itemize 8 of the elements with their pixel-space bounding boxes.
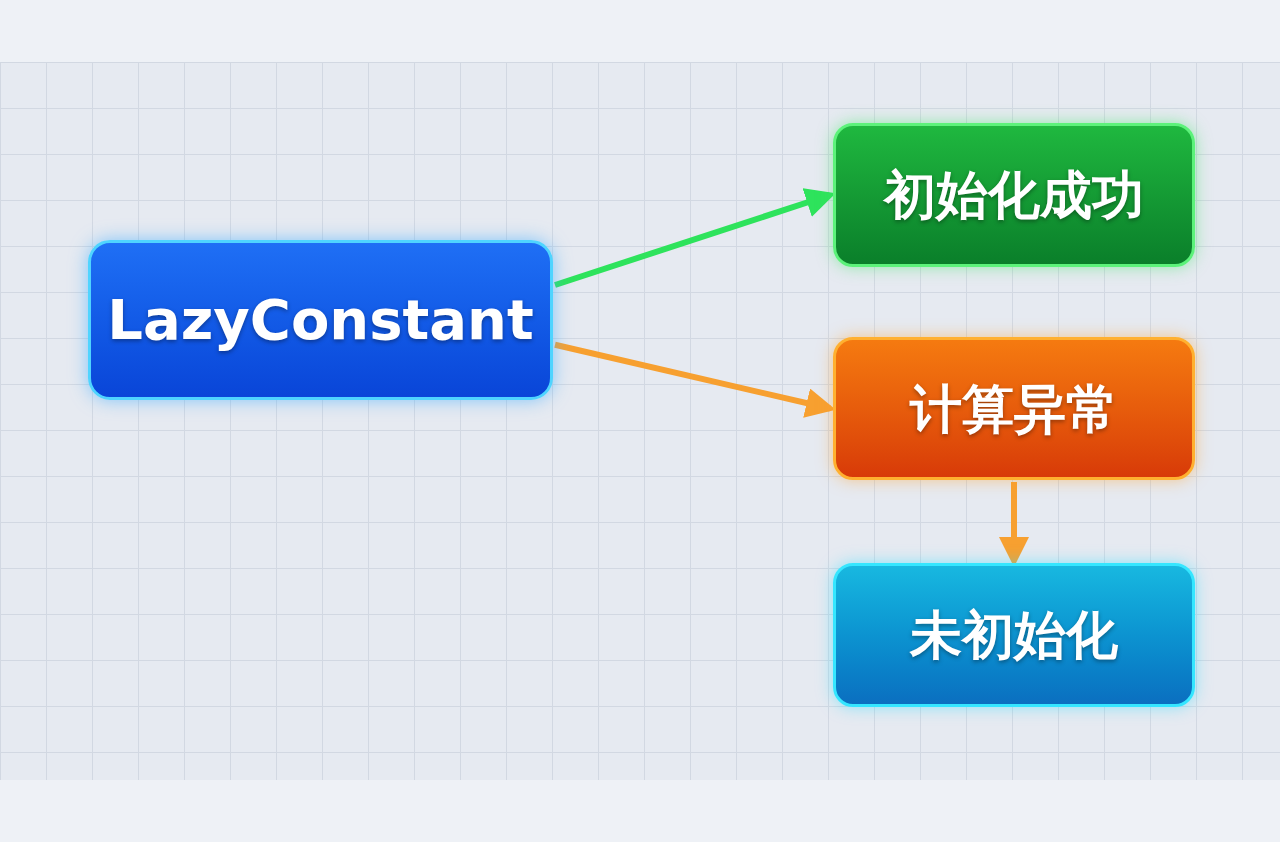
box-label: 初始化成功	[884, 164, 1144, 227]
process-box	[833, 123, 1195, 267]
box-label: LazyConstant	[107, 286, 534, 354]
process-box	[833, 337, 1195, 480]
box-label: 未初始化	[910, 604, 1118, 667]
box-label: 计算异常	[910, 377, 1118, 441]
process-box	[88, 240, 553, 400]
process-box	[833, 563, 1195, 707]
